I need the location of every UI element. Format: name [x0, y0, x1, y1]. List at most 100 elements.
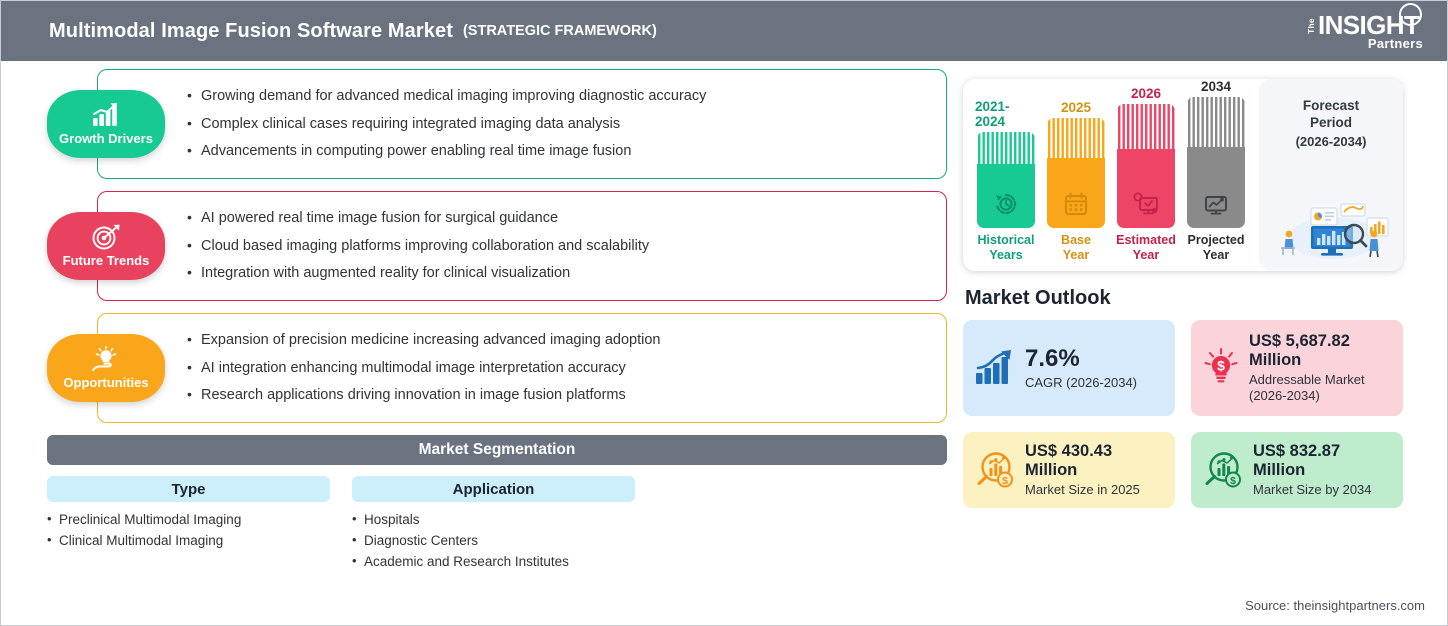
- market-segmentation: Market Segmentation Type Preclinical Mul…: [47, 435, 947, 573]
- list-item: Diagnostic Centers: [352, 530, 635, 552]
- lightbulb-hand-icon: [90, 345, 122, 372]
- badge-future-trends: Future Trends: [47, 212, 165, 280]
- kpi-value-line2: Million: [1253, 460, 1306, 479]
- page-header: Multimodal Image Fusion Software Market …: [1, 1, 1447, 61]
- bar-year-label: 2021-2024: [975, 99, 1010, 130]
- kpi-description: Market Size by 2034: [1253, 481, 1372, 497]
- bullet-item: Growing demand for advanced medical imag…: [187, 87, 933, 105]
- bar-year-label: 2026: [1130, 86, 1162, 102]
- segmentation-title: Market Segmentation: [47, 435, 947, 465]
- logo-partners-text: Partners: [1367, 35, 1423, 51]
- page-title: Multimodal Image Fusion Software Market: [49, 19, 453, 42]
- market-outlook-title: Market Outlook: [965, 287, 1111, 309]
- segmentation-column-application: Application Hospitals Diagnostic Centers…: [352, 476, 635, 573]
- kpi-description: CAGR (2026-2034): [1025, 374, 1137, 390]
- segmentation-columns: Type Preclinical Multimodal Imaging Clin…: [47, 476, 947, 573]
- lightbulb-dollar-icon: $: [1202, 348, 1240, 388]
- bullet-item: AI integration enhancing multimodal imag…: [187, 359, 933, 377]
- person-right: [1369, 230, 1379, 258]
- timeline-bar-estimated: 2026: [1115, 79, 1177, 271]
- badge-opportunities: Opportunities: [47, 334, 165, 402]
- insight-partners-logo: The INSIGHT Partners: [1301, 2, 1431, 54]
- list-item: Clinical Multimodal Imaging: [47, 530, 330, 552]
- person-left: [1281, 230, 1295, 255]
- section-opportunities: Opportunities Expansion of precision med…: [47, 313, 947, 423]
- kpi-value-line2: Million: [1249, 350, 1302, 369]
- bullet-list-future-trends: AI powered real time image fusion for su…: [187, 191, 933, 301]
- kpi-description: Market Size in 2025: [1025, 481, 1140, 497]
- bar-stripe-pattern: [1117, 104, 1175, 150]
- svg-text:$: $: [1217, 358, 1225, 374]
- list-item: Preclinical Multimodal Imaging: [47, 509, 330, 531]
- kpi-description-line2: (2026-2034): [1249, 387, 1320, 403]
- magnifier-chart-dollar-icon: $: [974, 450, 1016, 490]
- bar-shape: [1117, 104, 1175, 229]
- badge-label: Opportunities: [63, 375, 149, 390]
- bullet-list-growth-drivers: Growing demand for advanced medical imag…: [187, 69, 933, 179]
- bullet-item: Integration with augmented reality for c…: [187, 264, 933, 282]
- kpi-text: US$ 832.87 Million Market Size by 2034: [1253, 442, 1372, 497]
- bar-year-label: 2025: [1060, 100, 1092, 116]
- kpi-card-market-size-2025: $ US$ 430.43 Million Market Size in 2025: [963, 432, 1175, 508]
- kpi-value-line1: US$ 430.43: [1025, 442, 1113, 461]
- bar-shape: [1187, 97, 1245, 229]
- bullet-list-opportunities: Expansion of precision medicine increasi…: [187, 313, 933, 423]
- segmentation-column-type: Type Preclinical Multimodal Imaging Clin…: [47, 476, 330, 573]
- left-column: Growth Drivers Growing demand for advanc…: [47, 69, 947, 573]
- kpi-value-line1: US$ 5,687.82: [1249, 332, 1350, 351]
- segmentation-list: Hospitals Diagnostic Centers Academic an…: [352, 509, 635, 573]
- bullet-item: Cloud based imaging platforms improving …: [187, 237, 933, 255]
- svg-text:$: $: [1002, 475, 1008, 487]
- timeline-bar-historical: 2021-2024: [975, 79, 1037, 271]
- timeline-bar-projected: 2034: [1185, 79, 1247, 271]
- kpi-card-addressable-market: $ US$ 5,687.82 Million Addressable Marke…: [1191, 320, 1403, 416]
- bullet-item: Advancements in computing power enabling…: [187, 142, 933, 160]
- kpi-card-market-size-2034: $ US$ 832.87 Million Market Size by 2034: [1191, 432, 1403, 508]
- kpi-value-line2: Million: [1025, 460, 1078, 479]
- kpi-card-cagr: 7.6% CAGR (2026-2034): [963, 320, 1175, 416]
- bar-shape: [1047, 118, 1105, 229]
- segmentation-column-header: Type: [47, 476, 330, 502]
- bullet-item: Expansion of precision medicine increasi…: [187, 331, 933, 349]
- right-column: 2021-2024: [963, 79, 1403, 508]
- bar-stripe-pattern: [1187, 97, 1245, 147]
- section-growth-drivers: Growth Drivers Growing demand for advanc…: [47, 69, 947, 179]
- forecast-range: (2026-2034): [1295, 133, 1367, 149]
- calendar-icon: [1063, 189, 1089, 219]
- monitor-chart-icon: [1202, 189, 1230, 219]
- source-attribution: Source: theinsightpartners.com: [1245, 598, 1425, 613]
- badge-growth-drivers: Growth Drivers: [47, 90, 165, 158]
- timeline-card: 2021-2024: [963, 79, 1403, 271]
- logo-the-text: The: [1306, 17, 1316, 34]
- kpi-text: 7.6% CAGR (2026-2034): [1025, 345, 1137, 390]
- kpi-value: 7.6%: [1025, 345, 1080, 373]
- monitor-gear-icon: [1132, 189, 1160, 219]
- kpi-description-line1: Addressable Market: [1249, 371, 1365, 387]
- magnifier-circle-icon: [1399, 2, 1423, 26]
- kpi-value-line1: US$ 832.87: [1253, 442, 1341, 461]
- growth-bar-chart-icon: [974, 349, 1016, 387]
- section-future-trends: Future Trends AI powered real time image…: [47, 191, 947, 301]
- bullet-item: Complex clinical cases requiring integra…: [187, 115, 933, 133]
- analytics-dashboard-illustration: [1267, 198, 1395, 265]
- bullet-item: AI powered real time image fusion for su…: [187, 209, 933, 227]
- target-arrow-icon: [91, 224, 121, 250]
- timeline-bars: 2021-2024: [963, 79, 1259, 271]
- bar-chart-arrow-icon: [91, 102, 121, 128]
- kpi-text: US$ 430.43 Million Market Size in 2025: [1025, 442, 1140, 497]
- page-subtitle: (STRATEGIC FRAMEWORK): [462, 23, 657, 39]
- history-clock-icon: [993, 189, 1019, 219]
- list-item: Academic and Research Institutes: [352, 551, 635, 573]
- bullet-item: Research applications driving innovation…: [187, 386, 933, 404]
- bar-stripe-pattern: [977, 132, 1035, 165]
- badge-label: Growth Drivers: [59, 131, 153, 146]
- kpi-text: US$ 5,687.82 Million Addressable Market …: [1249, 332, 1365, 404]
- segmentation-list: Preclinical Multimodal Imaging Clinical …: [47, 509, 330, 552]
